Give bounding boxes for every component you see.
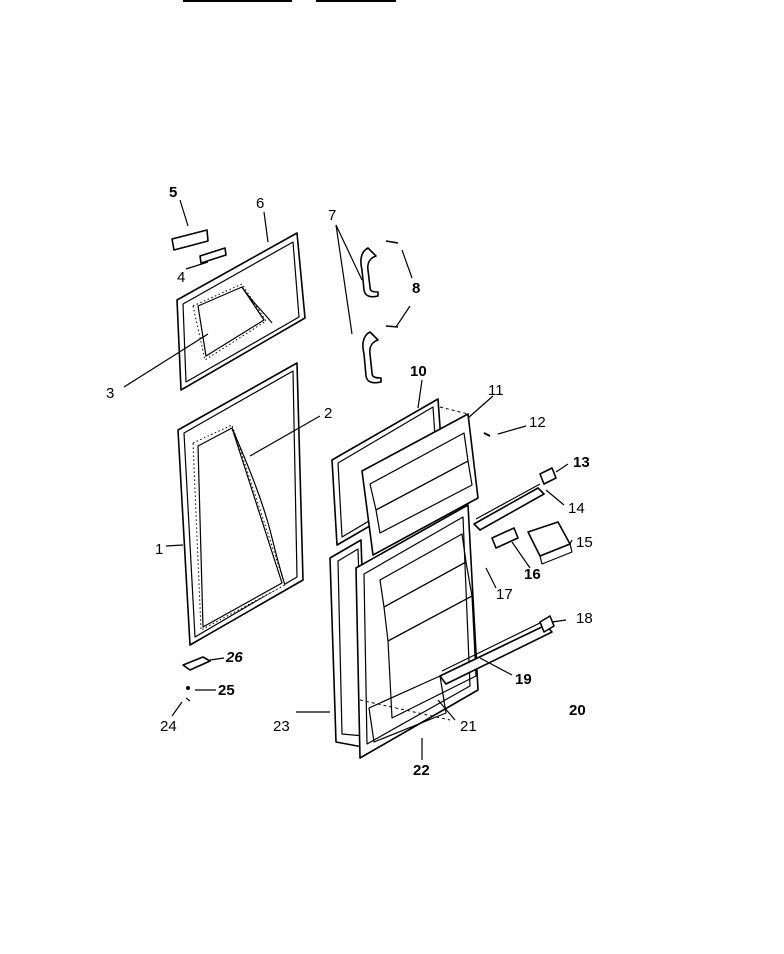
callout-22: 22 — [413, 762, 430, 779]
shelf-clip — [491, 527, 519, 549]
nameplate-parts — [171, 229, 227, 264]
door-handle-upper — [360, 247, 379, 298]
callout-17: 17 — [496, 586, 513, 603]
fresh-food-inner-liner — [355, 504, 479, 759]
rack-end-cap-18 — [539, 615, 555, 633]
screw-12 — [483, 432, 491, 437]
door-rack-upper — [473, 483, 545, 531]
callout-8: 8 — [412, 280, 420, 297]
rack-end-cap-13 — [539, 467, 557, 485]
fresh-food-door-liner — [192, 424, 286, 631]
callout-7: 7 — [328, 207, 336, 224]
callout-23: 23 — [273, 718, 290, 735]
callout-1: 1 — [155, 541, 163, 558]
callout-5: 5 — [169, 184, 177, 201]
freezer-inner-liner — [361, 406, 479, 556]
callout-labels: 1 2 3 4 5 6 7 8 10 11 12 13 14 15 16 17 … — [106, 184, 593, 779]
door-rack-lower — [439, 619, 553, 685]
callout-6: 6 — [256, 195, 264, 212]
callout-18: 18 — [576, 610, 593, 627]
callout-13: 13 — [573, 454, 590, 471]
callout-14: 14 — [568, 500, 585, 517]
callout-19: 19 — [515, 671, 532, 688]
callout-2: 2 — [324, 405, 332, 422]
callout-10: 10 — [410, 363, 427, 380]
dairy-compartment — [527, 521, 573, 565]
callout-25: 25 — [218, 682, 235, 699]
door-handle-lower — [362, 331, 382, 384]
handle-screws — [385, 240, 399, 328]
callout-4: 4 — [177, 269, 185, 286]
callout-15: 15 — [576, 534, 593, 551]
leader-lines — [123, 199, 573, 760]
callout-3: 3 — [106, 385, 114, 402]
callout-24: 24 — [160, 718, 177, 735]
hinge-parts — [182, 656, 211, 702]
freezer-door-liner — [192, 283, 273, 361]
callout-26: 26 — [225, 649, 243, 666]
callout-16: 16 — [524, 566, 541, 583]
callout-12: 12 — [529, 414, 546, 431]
callout-11: 11 — [488, 382, 504, 399]
callout-21: 21 — [460, 718, 477, 735]
callout-20: 20 — [569, 702, 586, 719]
